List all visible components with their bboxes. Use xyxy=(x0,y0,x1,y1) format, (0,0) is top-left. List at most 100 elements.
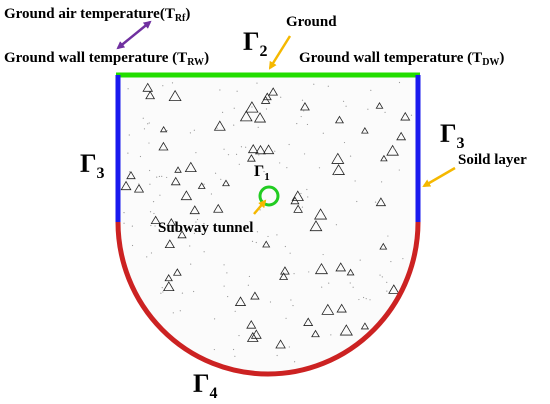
soil-grain-dot xyxy=(349,282,351,284)
ground-arrow xyxy=(268,35,292,70)
soil-grain-dot xyxy=(235,153,238,156)
soil-grain-dot xyxy=(354,180,356,182)
soil-grain-dot xyxy=(234,310,236,312)
gamma-3-left-label: Γ3 xyxy=(80,149,105,182)
soil-grain-dot xyxy=(306,123,309,126)
soil-grain-dot xyxy=(179,310,181,312)
soil-grain-dot xyxy=(240,226,242,228)
soil-grain-dot xyxy=(226,272,228,274)
soil-grain-dot xyxy=(358,298,360,301)
soil-grain-dot xyxy=(306,188,308,191)
soil-grain-triangle xyxy=(313,208,328,220)
soil-grain-dot xyxy=(189,132,192,134)
soil-grain-dot xyxy=(238,334,240,337)
soil-grain-dot xyxy=(313,83,315,85)
soil-grain-dot xyxy=(160,292,162,294)
soil-grain-dot xyxy=(234,355,236,357)
soil-grain-triangle xyxy=(314,262,329,275)
soil-grain-dot xyxy=(223,285,225,287)
gamma-3-right-label: Γ3 xyxy=(440,119,465,152)
soil-grain-dot xyxy=(251,240,254,242)
soil-grain-dot xyxy=(258,154,260,156)
soil-grain-dot xyxy=(166,129,168,132)
soil-grain-dot xyxy=(214,172,217,174)
soil-grain-triangle xyxy=(246,331,259,342)
soil-grain-dot xyxy=(195,152,197,154)
subway-tunnel-label: Subway tunnel xyxy=(158,220,253,236)
soil-grain-dot xyxy=(410,114,413,116)
soil-grain-dot xyxy=(300,115,302,118)
soil-grain-dot xyxy=(203,251,205,253)
soil-grain-dot xyxy=(240,146,243,148)
soil-grain-dot xyxy=(158,175,160,178)
soil-grain-dot xyxy=(369,299,371,301)
soil-grain-triangle xyxy=(335,262,347,272)
soil-grain-dot xyxy=(381,181,383,183)
soil-grain-dot xyxy=(330,334,332,336)
soil-grain-triangle xyxy=(184,161,197,173)
soil-grain-dot xyxy=(139,155,142,158)
soil-grain-triangle xyxy=(275,339,286,349)
soil-grain-dot xyxy=(318,167,321,169)
soil-grain-dot xyxy=(162,291,164,293)
soil-grain-triangle xyxy=(246,320,257,329)
soil-grain-triangle xyxy=(197,182,206,189)
soil-grain-triangle xyxy=(213,203,224,213)
soil-grain-triangle xyxy=(172,268,182,276)
soil-grain-triangle xyxy=(189,205,200,215)
soil-grain-triangle xyxy=(321,303,335,315)
soil-grain-dot xyxy=(286,167,288,169)
soil-grain-dot xyxy=(365,298,367,300)
soil-grain-dot xyxy=(148,142,150,144)
soil-grain-dot xyxy=(195,221,197,223)
soil-grain-triangle xyxy=(293,204,303,213)
bottom-arc-boundary xyxy=(115,221,421,377)
soil-grain-dot xyxy=(223,148,225,150)
soil-grain-triangle xyxy=(268,87,279,96)
soil-grain-dot xyxy=(390,260,392,263)
tunnel-arrow xyxy=(253,199,267,215)
soil-grain-triangle xyxy=(246,154,256,162)
soil-grain-dot xyxy=(150,252,153,254)
soil-grain-triangle xyxy=(346,268,355,276)
soil-grain-dot xyxy=(123,222,125,224)
soil-grain-dot xyxy=(296,122,298,125)
subway-tunnel-circle xyxy=(258,185,280,207)
soil-grain-dot xyxy=(393,147,395,149)
soil-grain-dot xyxy=(352,286,354,288)
soil-grain-dot xyxy=(343,141,346,144)
soil-grain-dot xyxy=(342,100,345,102)
soil-grain-dot xyxy=(236,90,238,92)
soil-grain-dot xyxy=(127,152,129,154)
soil-grain-triangle xyxy=(291,190,304,201)
soil-grain-dot xyxy=(148,122,150,124)
soil-grain-triangle xyxy=(262,144,275,155)
soil-grain-dot xyxy=(303,110,305,112)
soil-grain-dot xyxy=(290,299,292,301)
ground-wall-temperature-left-label: Ground wall temperature (TRW) xyxy=(4,50,209,68)
soil-grain-dot xyxy=(149,211,152,213)
soil-grain-dot xyxy=(227,154,230,156)
soil-grain-triangle xyxy=(164,274,173,282)
gamma-2-label: Γ2 xyxy=(243,27,268,60)
soil-grain-dot xyxy=(210,193,213,195)
soil-grain-dot xyxy=(257,126,259,129)
soil-grain-dot xyxy=(367,108,369,110)
soil-grain-dot xyxy=(138,183,140,185)
soil-grain-triangle xyxy=(222,179,230,187)
soil-grain-dot xyxy=(219,89,221,91)
soil-grain-dot xyxy=(384,111,386,114)
soil-grain-dot xyxy=(216,127,218,129)
soil-grain-triangle xyxy=(388,284,400,294)
soil-grain-dot xyxy=(294,361,296,363)
soil-grain-dot xyxy=(161,286,163,289)
soil-grain-triangle xyxy=(247,144,259,154)
soil-grain-triangle xyxy=(159,125,168,133)
soil-grain-dot xyxy=(359,259,361,261)
soil-grain-dot xyxy=(248,275,251,278)
soil-grain-triangle xyxy=(166,218,176,226)
soil-grain-dot xyxy=(150,224,152,227)
soil-grain-dot xyxy=(193,129,195,131)
soil-grain-dot xyxy=(386,281,388,283)
